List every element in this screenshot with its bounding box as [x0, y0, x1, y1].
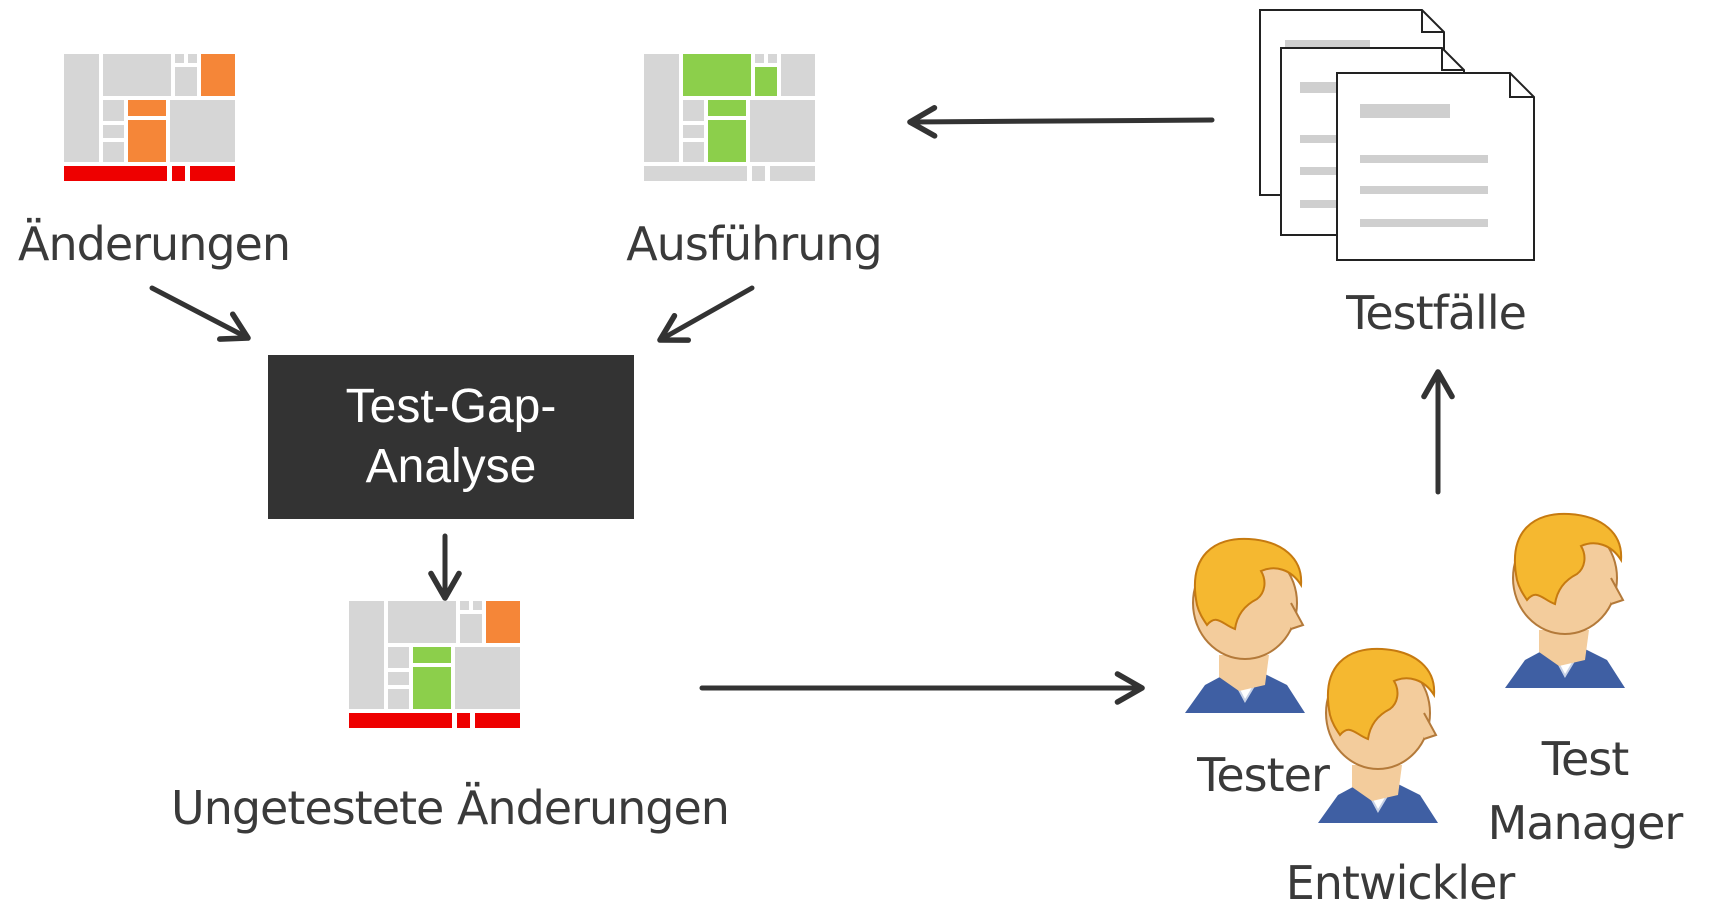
person-icon-test-manager	[1504, 512, 1626, 689]
execution-label: Ausführung	[626, 217, 883, 271]
changes-label: Änderungen	[18, 217, 291, 271]
tester-label: Tester	[1197, 748, 1330, 802]
document-stack-icon	[1259, 9, 1535, 261]
arrow-execution-to-analysis	[657, 285, 755, 343]
test-manager-line1: Test	[1541, 732, 1630, 786]
analysis-title-line1: Test-Gap-	[345, 380, 557, 433]
arrow-testcases-to-execution	[907, 105, 1215, 139]
treemap-icon-untested	[349, 601, 520, 728]
developer-label: Entwickler	[1285, 856, 1516, 910]
arrow-changes-to-analysis	[149, 285, 251, 342]
analysis-title-line2: Analyse	[365, 440, 537, 493]
person-icon-developer	[1317, 647, 1439, 824]
test-manager-line2: Manager	[1487, 796, 1684, 850]
test-gap-analysis-box: Test-Gap- Analyse	[268, 355, 634, 519]
test-manager-label: Test Manager	[1475, 727, 1695, 855]
treemap-icon-changes	[64, 54, 235, 181]
person-icon-tester	[1184, 537, 1306, 714]
test-cases-label: Testfälle	[1346, 286, 1527, 340]
untested-changes-label: Ungetestete Änderungen	[171, 781, 730, 835]
treemap-icon-execution	[644, 54, 815, 181]
